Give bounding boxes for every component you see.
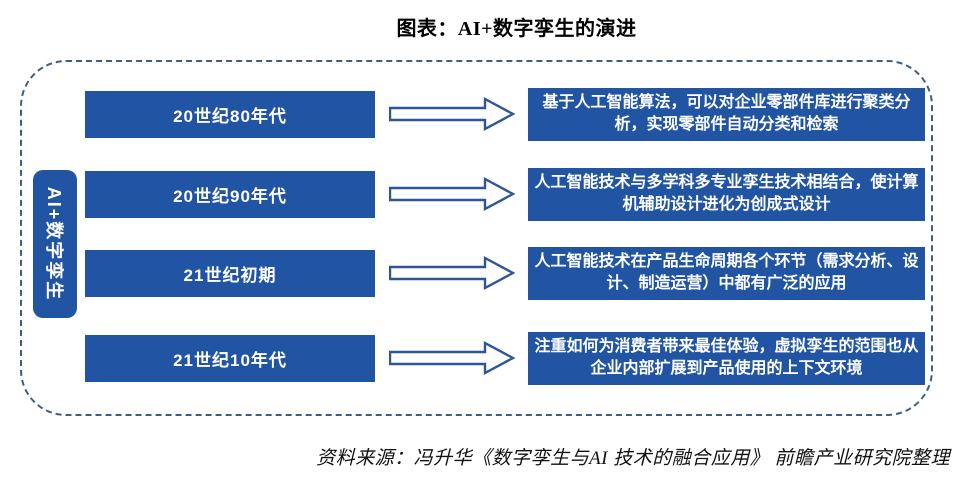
timeline-row: 21世纪初期 人工智能技术在产品生命周期各个环节（需求分析、设计、制造运营）中都… (85, 246, 935, 300)
axis-label-pill: AI+数字孪生 (33, 170, 77, 318)
axis-label: AI+数字孪生 (44, 186, 64, 302)
evolution-frame (20, 60, 933, 416)
period-box: 21世纪初期 (85, 249, 375, 297)
timeline-row: 21世纪10年代 注重如何为消费者带来最佳体验，虚拟孪生的范围也从企业内部扩展到… (85, 331, 935, 385)
timeline-row: 20世纪80年代 基于人工智能算法，可以对企业零部件库进行聚类分析，实现零部件自… (85, 87, 935, 141)
arrow-icon (375, 177, 528, 211)
arrow-icon (375, 256, 528, 290)
period-box: 20世纪80年代 (85, 90, 375, 138)
description-box: 注重如何为消费者带来最佳体验，虚拟孪生的范围也从企业内部扩展到产品使用的上下文环… (528, 331, 925, 385)
description-box: 人工智能技术与多学科多专业孪生技术相结合，使计算机辅助设计进化为创成式设计 (528, 167, 925, 221)
source-note: 资料来源：冯升华《数字孪生与AI 技术的融合应用》 前瞻产业研究院整理 (316, 448, 950, 469)
description-box: 基于人工智能算法，可以对企业零部件库进行聚类分析，实现零部件自动分类和检索 (528, 87, 925, 141)
period-box: 21世纪10年代 (85, 334, 375, 382)
timeline-row: 20世纪90年代 人工智能技术与多学科多专业孪生技术相结合，使计算机辅助设计进化… (85, 167, 935, 221)
description-box: 人工智能技术在产品生命周期各个环节（需求分析、设计、制造运营）中都有广泛的应用 (528, 246, 925, 300)
page-title: 图表：AI+数字孪生的演进 (396, 18, 637, 40)
arrow-icon (375, 97, 528, 131)
arrow-icon (375, 341, 528, 375)
period-box: 20世纪90年代 (85, 170, 375, 218)
